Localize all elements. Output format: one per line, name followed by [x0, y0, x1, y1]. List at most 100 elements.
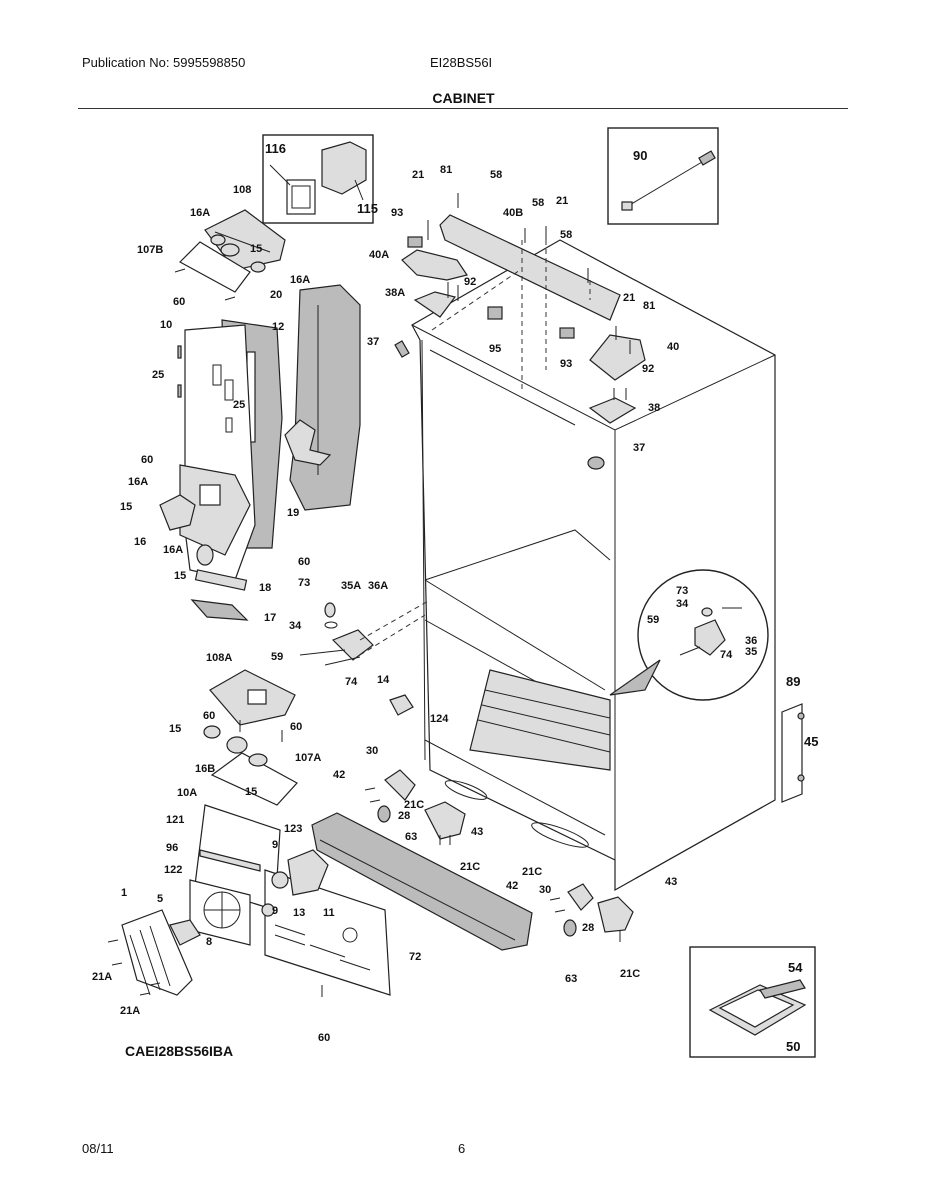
- callout: 25: [233, 399, 245, 411]
- drip-tray-17: [190, 599, 249, 621]
- callout: 16: [134, 536, 146, 548]
- callout: 50: [786, 1039, 800, 1054]
- callout: 60: [318, 1032, 330, 1044]
- top-hinge-38: [588, 397, 637, 424]
- callout: 43: [665, 876, 677, 888]
- callout: 63: [405, 831, 417, 843]
- callout: 40: [667, 341, 679, 353]
- callout: 122: [164, 864, 182, 876]
- callout: 9: [272, 839, 278, 851]
- hinge-cover-40b: [439, 214, 621, 321]
- cabinet-shell: [411, 239, 776, 892]
- insulation-panel-20: [289, 284, 361, 511]
- callout: 60: [298, 556, 310, 568]
- callout: 21: [623, 292, 635, 304]
- footer-date: 08/11: [82, 1141, 114, 1156]
- crisper-cover-124: [469, 669, 611, 771]
- callout: 60: [290, 721, 302, 733]
- hinge-bracket-30-right: [567, 883, 594, 911]
- callout: 11: [323, 907, 335, 919]
- callout: 17: [264, 612, 276, 624]
- callout: 10A: [177, 787, 197, 799]
- callout: 10: [160, 319, 172, 331]
- callout: 38: [648, 402, 660, 414]
- callout: 37: [367, 336, 379, 348]
- callout: 60: [173, 296, 185, 308]
- callout: 36A: [368, 580, 388, 592]
- callout: 59: [271, 651, 283, 663]
- callout: 121: [166, 814, 184, 826]
- callout: 42: [506, 880, 518, 892]
- callout: 16B: [195, 763, 215, 775]
- callout: 15: [245, 786, 257, 798]
- callout: 15: [120, 501, 132, 513]
- callout: 93: [560, 358, 572, 370]
- kickplate-72: [311, 812, 533, 951]
- part-18: [194, 569, 248, 591]
- callout: 36: [745, 635, 757, 647]
- hinge-pin-37: [394, 340, 410, 358]
- callout: 60: [203, 710, 215, 722]
- callout: 16A: [128, 476, 148, 488]
- callout: 1: [121, 887, 127, 899]
- callout: 20: [270, 289, 282, 301]
- bracket-121: [199, 849, 261, 872]
- damper-19: [284, 419, 332, 466]
- fan-shroud-122: [189, 879, 251, 946]
- callout: 16A: [190, 207, 210, 219]
- callout: 18: [259, 582, 271, 594]
- callout: 37: [633, 442, 645, 454]
- callout: 63: [565, 973, 577, 985]
- page-number: 6: [458, 1141, 466, 1156]
- hinge-bracket-30: [384, 769, 416, 801]
- callout: 81: [643, 300, 655, 312]
- section-title: CABINET: [432, 90, 495, 106]
- callout: 21: [412, 169, 424, 181]
- hinge-28-right: [597, 896, 634, 933]
- callout: 40A: [369, 249, 389, 261]
- callout: 28: [398, 810, 410, 822]
- callout: 73: [298, 577, 310, 589]
- callout: 72: [409, 951, 421, 963]
- callout: 34: [289, 620, 302, 632]
- header-divider: [78, 108, 848, 109]
- callout: 14: [377, 674, 390, 686]
- diagram-code: CAEI28BS56IBA: [125, 1043, 234, 1059]
- callout: 16A: [163, 544, 183, 556]
- filter-gasket: [286, 179, 316, 215]
- callout: 60: [141, 454, 153, 466]
- bracket-107b: [179, 241, 251, 293]
- callout: 21C: [620, 968, 640, 980]
- callout: 21C: [522, 866, 542, 878]
- part-14: [389, 694, 414, 716]
- cabinet-exploded-diagram: 116 115 108 16A 107B 15 16A 60 20 10 12 …: [92, 127, 818, 1058]
- callout: 81: [440, 164, 452, 176]
- callout: 35A: [341, 580, 361, 592]
- callout: 108A: [206, 652, 232, 664]
- side-panel-89: [781, 703, 803, 803]
- callout-labels: 116 115 108 16A 107B 15 16A 60 20 10 12 …: [92, 141, 818, 1054]
- hinge-cover-40a: [401, 249, 468, 281]
- callout: 58: [560, 229, 572, 241]
- model-number: EI28BS56I: [430, 55, 493, 70]
- callout: 15: [250, 243, 262, 255]
- callout: 21A: [120, 1005, 140, 1017]
- callout: 42: [333, 769, 345, 781]
- hinge-28: [424, 801, 466, 840]
- callout: 115: [357, 201, 378, 216]
- grille-11: [264, 869, 391, 996]
- callout: 25: [152, 369, 164, 381]
- callout: 43: [471, 826, 483, 838]
- callout: 13: [293, 907, 305, 919]
- callout: 35: [745, 646, 757, 658]
- callout: 92: [642, 363, 654, 375]
- top-hinge-38a: [413, 291, 457, 318]
- bracket-107a: [210, 752, 298, 806]
- callout: 123: [284, 823, 302, 835]
- callout: 73: [676, 585, 688, 597]
- callout: 40B: [503, 207, 523, 219]
- callout: 8: [206, 936, 212, 948]
- callout: 124: [430, 713, 449, 725]
- callout: 74: [720, 649, 733, 661]
- callout: 15: [174, 570, 186, 582]
